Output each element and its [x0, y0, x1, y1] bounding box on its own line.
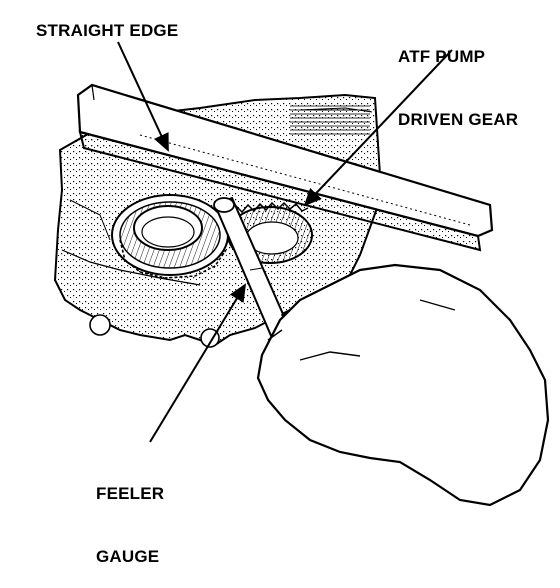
leader-lines: [117, 41, 453, 443]
atf-label-line2: DRIVEN GEAR: [398, 110, 519, 129]
atf-label-line1: ATF PUMP: [398, 47, 486, 66]
hand: [256, 263, 550, 507]
feeler-label-line1: FEELER: [96, 484, 165, 503]
feeler-label-line2: GAUGE: [96, 547, 160, 566]
atf-pump-driven-gear-label: ATF PUMP DRIVEN GEAR: [398, 4, 518, 151]
feeler-gauge-label: FEELER GAUGE: [96, 441, 164, 588]
straight-edge-leader: [117, 41, 169, 152]
straight-edge-bar: [76, 83, 494, 252]
technical-illustration: [53, 41, 550, 507]
atf-gear-leader: [303, 49, 453, 207]
feeler-gauge-leader: [149, 283, 247, 443]
straight-edge-label: STRAIGHT EDGE: [36, 21, 179, 40]
